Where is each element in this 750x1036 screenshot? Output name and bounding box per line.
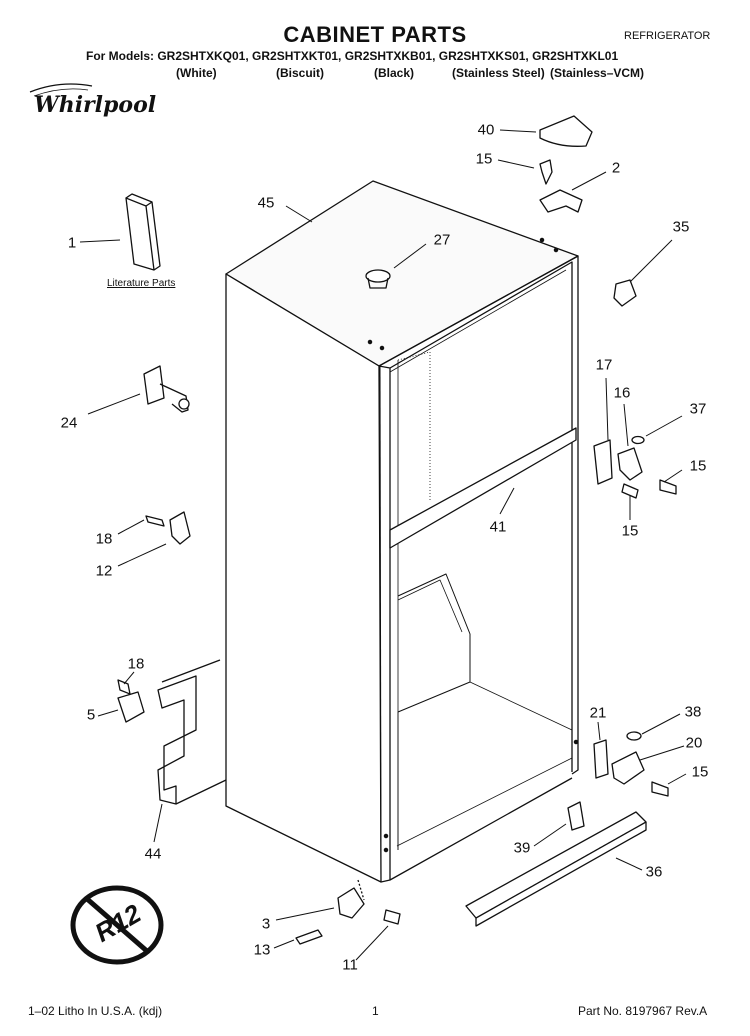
callout-2: 2 [611,159,621,177]
part-38-washer [626,731,642,741]
part-15-screw-a [659,479,677,495]
part-15-screw-b [621,483,639,499]
part-21-plate [593,739,609,779]
part-17-plate [593,439,613,485]
whirlpool-logo: Whirlpool [34,92,157,118]
part-16-bracket [617,447,643,481]
callout-15-lower: 15 [691,763,709,781]
callout-20: 20 [685,734,703,752]
literature-booklet [125,193,161,271]
callout-13: 13 [253,941,271,959]
part-35-clip [613,279,637,307]
callout-3: 3 [261,915,271,933]
color-stainless-vcm: (Stainless–VCM) [550,66,645,80]
callout-36: 36 [645,863,663,881]
callout-40: 40 [477,121,495,139]
part-39-clip [567,801,585,831]
callout-41: 41 [489,518,507,536]
callout-12: 12 [95,562,113,580]
part-27-plug [365,269,391,283]
literature-parts-label: Literature Parts [107,278,176,289]
no-r12-symbol [70,885,164,965]
whirlpool-logo-swoosh [29,83,93,97]
part-37-washer [631,435,645,445]
callout-15-right: 15 [689,457,707,475]
leader-lines [79,129,687,961]
cabinet-body [225,180,579,883]
callout-27: 27 [433,231,451,249]
callout-5: 5 [86,706,96,724]
color-white: (White) [176,66,217,80]
callout-24: 24 [60,414,78,432]
part-18-screw-lower [117,679,131,695]
callout-11: 11 [342,956,358,974]
callout-17: 17 [595,356,613,374]
color-stainless: (Stainless Steel) [452,66,545,80]
callout-18-lower: 18 [127,655,145,673]
footer-part-number: Part No. 8197967 Rev.A [578,1004,708,1018]
part-5-bushing [117,691,145,723]
part-20-bracket [611,751,645,785]
part-15-screw-top [539,159,553,185]
part-24-pin [143,365,190,413]
callout-39: 39 [513,839,531,857]
part-13-bolt [295,929,323,945]
model-list: For Models: GR2SHTXKQ01, GR2SHTXKT01, GR… [86,49,619,63]
part-36-grille [465,811,647,919]
part-40-cap [539,115,593,147]
part-2-hinge [539,189,583,213]
callout-45: 45 [257,194,275,212]
callout-15-mid: 15 [621,522,639,540]
color-biscuit: (Biscuit) [276,66,324,80]
callout-16: 16 [613,384,631,402]
page-title: CABINET PARTS [283,22,467,47]
footer-page-number: 1 [372,1004,379,1018]
part-12-bracket [169,511,191,545]
callout-44: 44 [144,845,162,863]
part-18-screw [145,515,165,527]
callout-38: 38 [684,703,702,721]
part-15-screw-c [651,781,669,797]
appliance-type: REFRIGERATOR [624,30,711,42]
callout-15-top: 15 [475,150,493,168]
color-black: (Black) [374,66,415,80]
callout-35: 35 [672,218,690,236]
part-3-leveler [337,887,365,919]
callout-18: 18 [95,530,113,548]
part-44-hinge [157,675,197,805]
part-11-screw [383,909,401,925]
footer-litho: 1–02 Litho In U.S.A. (kdj) [28,1004,163,1018]
callout-1: 1 [67,234,77,252]
callout-37: 37 [689,400,707,418]
callout-21: 21 [589,704,607,722]
